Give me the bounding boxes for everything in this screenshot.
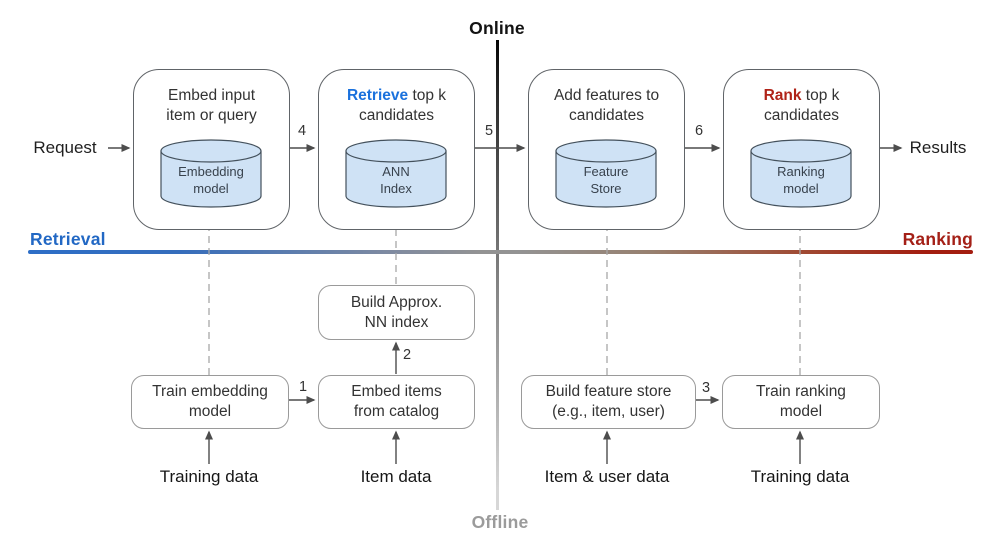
step-5-label: 5 <box>484 123 494 139</box>
ann-index-db-icon <box>345 139 447 208</box>
ranking-model-db-icon <box>750 139 852 208</box>
online-label: Online <box>469 18 525 38</box>
feature-store-db-icon <box>555 139 657 208</box>
online-offline-divider <box>496 40 499 510</box>
stage-embed-input: Embed input item or query Embedding mode… <box>133 69 290 230</box>
stage-add-features: Add features to candidates Feature Store <box>528 69 685 230</box>
box-train-ranking-model: Train ranking model <box>722 375 880 429</box>
training-data-left-label: Training data <box>159 467 259 486</box>
stage-title: Retrieve top k candidates <box>346 87 447 124</box>
box-embed-items-from-catalog: Embed items from catalog <box>318 375 475 429</box>
request-label: Request <box>33 138 97 157</box>
offline-label: Offline <box>471 512 529 532</box>
ranking-label: Ranking <box>902 229 973 249</box>
ranking-model-label: Ranking model <box>777 164 825 196</box>
step-4-label: 4 <box>297 123 307 139</box>
results-label: Results <box>909 138 967 157</box>
item-user-data-label: Item & user data <box>544 467 670 486</box>
embedding-model-db-icon <box>160 139 262 208</box>
item-data-label: Item data <box>360 467 432 486</box>
step-6-label: 6 <box>694 123 704 139</box>
box-train-embedding-model: Train embedding model <box>131 375 289 429</box>
step-2-label: 2 <box>402 347 412 363</box>
step-1-label: 1 <box>298 379 308 395</box>
retrieval-label: Retrieval <box>30 229 106 249</box>
embedding-model-label: Embedding model <box>178 164 244 196</box>
ann-index-label: ANN Index <box>380 164 412 196</box>
stage-title: Embed input item or query <box>166 87 257 124</box>
retrieval-ranking-divider <box>28 250 973 254</box>
box-build-nn-index: Build Approx. NN index <box>318 285 475 340</box>
box-build-feature-store: Build feature store (e.g., item, user) <box>521 375 696 429</box>
training-data-right-label: Training data <box>750 467 850 486</box>
stage-title: Rank top k candidates <box>763 87 840 124</box>
stage-rank: Rank top k candidates Ranking model <box>723 69 880 230</box>
feature-store-label: Feature Store <box>583 164 629 196</box>
stage-title: Add features to candidates <box>553 87 660 124</box>
step-3-label: 3 <box>701 380 711 396</box>
stage-retrieve: Retrieve top k candidates ANN Index <box>318 69 475 230</box>
